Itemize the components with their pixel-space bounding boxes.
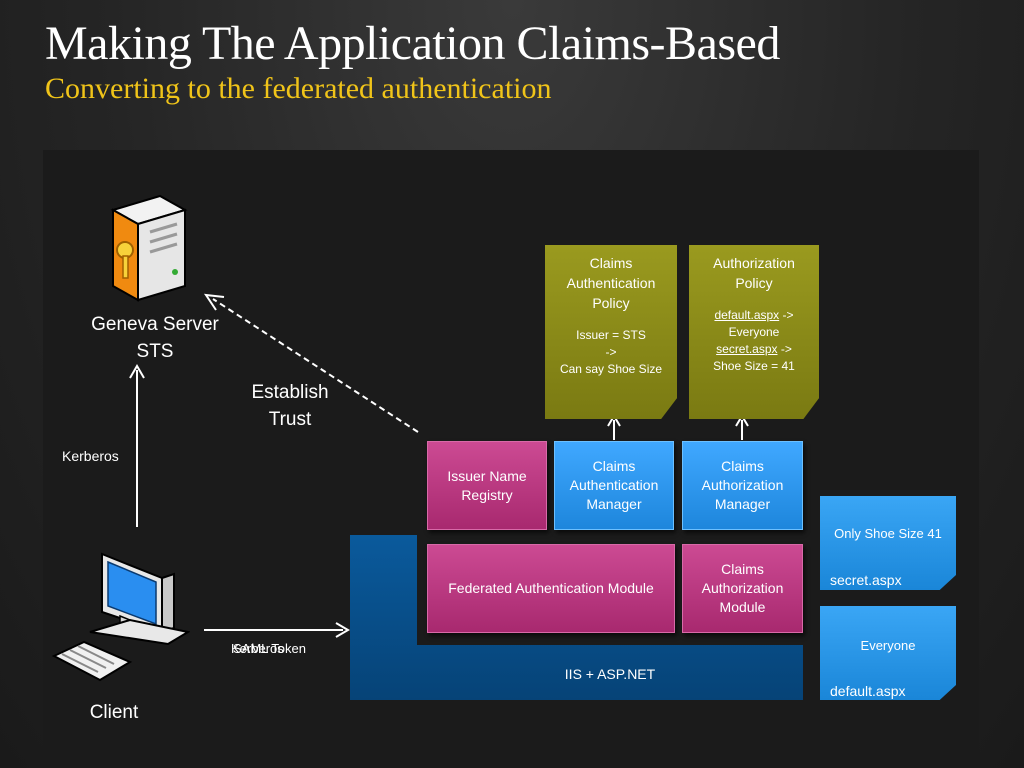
kerberos-label: Kerberos (62, 448, 119, 464)
authz-policy-who1: Everyone (728, 325, 780, 339)
claims-authentication-policy-note: Claims Authentication Policy Issuer = ST… (545, 245, 677, 419)
auth-policy-title-line3: Policy (592, 295, 630, 311)
authz-module-line1: Claims (721, 561, 764, 577)
client-to-iis-arrowhead (335, 622, 350, 638)
auth-policy-title-line1: Claims (589, 255, 633, 271)
auth-policy-rule1: Issuer = STS (576, 328, 646, 342)
issuer-name-registry-box: Issuer Name Registry (427, 441, 547, 530)
server-icon (110, 194, 188, 302)
saml-token-label: SAML Token (233, 641, 306, 656)
server-label-line1: Geneva Server (91, 314, 219, 335)
auth-manager-line2: Authentication (569, 477, 659, 493)
authz-manager-line2: Authorization (701, 477, 784, 493)
authz-policy-default-link[interactable]: default.aspx (714, 308, 780, 322)
federated-authentication-module-box: Federated Authentication Module (427, 544, 675, 633)
authz-manager-line1: Claims (721, 458, 764, 474)
page-subtitle: Converting to the federated authenticati… (45, 72, 552, 105)
fed-auth-module-label: Federated Authentication Module (448, 580, 654, 596)
trust-arrowhead (203, 293, 225, 311)
claims-authorization-manager-box: Claims Authorization Manager (682, 441, 803, 530)
auth-policy-rule2: -> (605, 345, 617, 359)
kerberos-token-label: Kerberos (231, 641, 284, 656)
issuer-registry-line1: Issuer Name (447, 467, 527, 484)
default-card-rule: Everyone (860, 638, 916, 653)
secret-card-rule: Only Shoe Size 41 (834, 526, 942, 541)
claims-authentication-manager-box: Claims Authentication Manager (554, 441, 674, 530)
authz-module-line3: Module (719, 599, 766, 615)
auth-policy-rule3: Can say Shoe Size (559, 362, 663, 376)
trust-label-line2: Trust (268, 409, 312, 430)
claims-authorization-module-box: Claims Authorization Module (682, 544, 803, 633)
default-page-card: Everyone default.aspx (820, 606, 956, 700)
issuer-registry-line2: Registry (461, 486, 513, 503)
auth-manager-line3: Manager (586, 496, 642, 512)
client-to-server-arrowhead (129, 364, 145, 379)
authz-policy-secret-link[interactable]: secret.aspx (716, 342, 778, 356)
secret-page-card: Only Shoe Size 41 secret.aspx (820, 496, 956, 590)
default-card-page: default.aspx (830, 683, 906, 699)
authz-manager-line3: Manager (714, 496, 771, 512)
page-title: Making The Application Claims-Based (45, 17, 780, 70)
authz-policy-title-line1: Authorization (713, 255, 795, 271)
trust-dashed-arrow (212, 298, 419, 433)
authz-policy-arrow1: -> (782, 308, 794, 322)
trust-label-line1: Establish (251, 382, 329, 403)
auth-policy-title-line2: Authentication (566, 275, 656, 291)
authorization-policy-note: Authorization Policy default.aspx -> Eve… (689, 245, 819, 419)
server-label-line2: STS (136, 341, 174, 362)
authz-policy-title-line2: Policy (735, 275, 773, 291)
client-computer-icon (51, 552, 190, 682)
authz-policy-arrow2: -> (780, 342, 792, 356)
auth-manager-line1: Claims (592, 458, 636, 474)
client-label: Client (89, 702, 139, 723)
secret-card-page: secret.aspx (830, 572, 902, 588)
authz-policy-who2: Shoe Size = 41 (713, 359, 795, 373)
iis-aspnet-label: IIS + ASP.NET (564, 666, 656, 682)
authz-module-line2: Authorization (701, 580, 784, 596)
